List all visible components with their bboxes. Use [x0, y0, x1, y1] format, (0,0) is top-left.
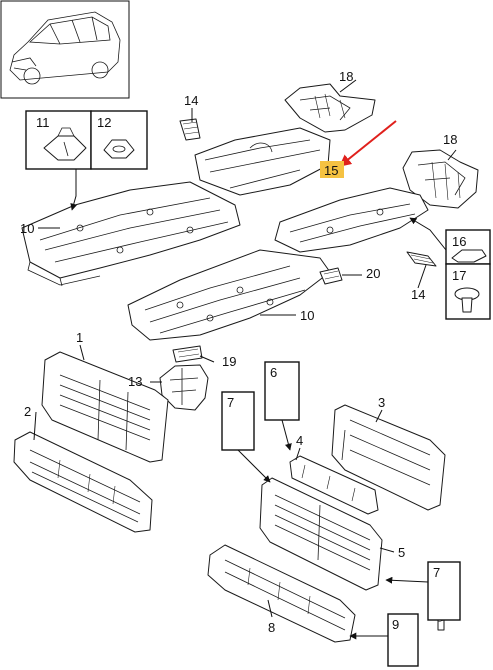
callout-8[interactable]: 8 — [268, 620, 275, 635]
part-8-lower-duct[interactable] — [207, 544, 356, 643]
callout-17[interactable]: 17 — [452, 268, 466, 283]
detail-box-7-right — [427, 561, 461, 621]
part-14-clip-top[interactable] — [179, 118, 201, 141]
callout-10b[interactable]: 10 — [300, 308, 314, 323]
car-thumbnail — [0, 0, 130, 99]
callout-1[interactable]: 1 — [76, 330, 83, 345]
callout-14a[interactable]: 14 — [184, 93, 198, 108]
red-arrow-icon — [339, 120, 397, 167]
clip-16[interactable] — [451, 249, 487, 263]
part-18-bracket-right[interactable] — [402, 149, 479, 209]
callout-11[interactable]: 11 — [36, 115, 50, 130]
clip-17[interactable] — [454, 287, 480, 313]
clip-11[interactable] — [43, 127, 87, 161]
part-1-air-shutter[interactable] — [41, 351, 169, 463]
callout-9[interactable]: 9 — [392, 617, 399, 632]
callout-18a[interactable]: 18 — [339, 69, 353, 84]
part-2-air-duct[interactable] — [13, 431, 153, 533]
part-14-clip-right[interactable] — [406, 251, 437, 267]
callout-6[interactable]: 6 — [270, 365, 277, 380]
part-19-bracket[interactable] — [172, 345, 203, 363]
detail-box-7-top — [221, 391, 255, 451]
leader-lines — [33, 79, 457, 640]
part-5-grille-shutter[interactable] — [259, 477, 383, 591]
callout-10a[interactable]: 10 — [20, 221, 34, 236]
callout-19[interactable]: 19 — [222, 354, 236, 369]
part-3-air-guide[interactable] — [331, 404, 446, 511]
callout-labels: 10 11 12 14 18 15 18 16 17 20 14 10 1 19… — [20, 69, 466, 635]
callout-14b[interactable]: 14 — [411, 287, 425, 302]
callout-3[interactable]: 3 — [378, 395, 385, 410]
callout-4[interactable]: 4 — [296, 433, 303, 448]
nut-icon — [103, 139, 135, 159]
underbody-side-rail[interactable] — [274, 187, 429, 253]
callout-13[interactable]: 13 — [128, 374, 142, 389]
clip-icon — [451, 249, 487, 263]
part-10-underbody-panel-lower[interactable] — [127, 249, 331, 341]
part-4-seal[interactable] — [289, 455, 379, 515]
part-15-underbody-panel[interactable] — [194, 127, 331, 196]
callout-20[interactable]: 20 — [366, 266, 380, 281]
callout-18b[interactable]: 18 — [443, 132, 457, 147]
detail-box-9 — [387, 613, 419, 667]
callout-7a[interactable]: 7 — [227, 395, 234, 410]
callout-2[interactable]: 2 — [24, 404, 31, 419]
part-18-bracket-top[interactable] — [284, 83, 376, 133]
callout-7b[interactable]: 7 — [433, 565, 440, 580]
nut-12[interactable] — [103, 139, 135, 159]
callout-15[interactable]: 15 — [324, 163, 338, 178]
part-20-clip[interactable] — [319, 267, 343, 285]
callout-5[interactable]: 5 — [398, 545, 405, 560]
part-15-highlight — [320, 161, 344, 178]
callout-12[interactable]: 12 — [97, 115, 111, 130]
callout-16[interactable]: 16 — [452, 234, 466, 249]
